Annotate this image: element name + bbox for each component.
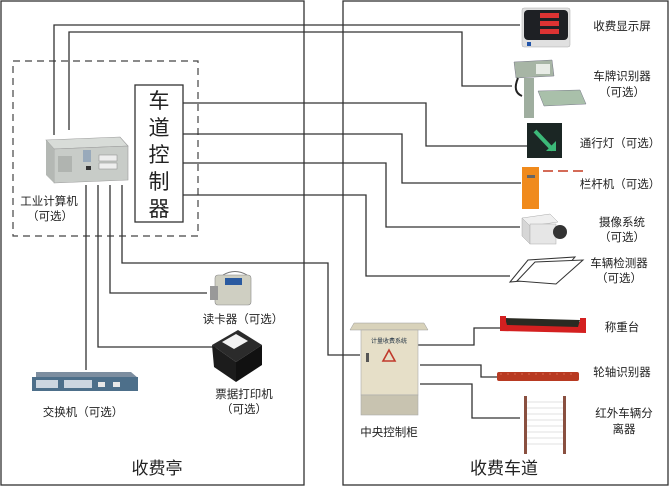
- line-ctrl-to-barrier: [183, 133, 521, 184]
- lane-controller: 车 道 控 制 器: [134, 84, 184, 223]
- ir-separator-icon: [524, 396, 566, 454]
- weighing-platform-label: 称重台: [605, 320, 640, 334]
- industrial-pc-icon: [45, 136, 129, 184]
- traffic-light-icon: [527, 123, 562, 158]
- line-ctrl-to-traffic-light: [183, 102, 527, 147]
- booth-title: 收费亭: [132, 459, 183, 479]
- line-pc-to-plate-recognizer: [68, 31, 512, 130]
- booth-region: [0, 0, 305, 486]
- line-pc-to-cabinet: [121, 185, 360, 356]
- card-reader-icon: [210, 271, 252, 306]
- line-cabinet-to-weighing: [418, 327, 500, 346]
- traffic-light-label: 通行灯（可选）: [580, 136, 661, 150]
- card-reader-label: 读卡器（可选）: [203, 312, 284, 326]
- line-pc-to-fee-display: [53, 24, 520, 135]
- vehicle-detector-label: 车辆检测器: [590, 256, 648, 270]
- industrial-pc-label: 工业计算机: [20, 194, 78, 208]
- central-cabinet-icon: 计量收费系统: [349, 322, 429, 416]
- lane-region: [342, 0, 669, 486]
- controller-char-5: 器: [149, 197, 170, 221]
- line-pc-to-printer: [97, 185, 216, 348]
- printer-optional: （可选）: [221, 402, 267, 416]
- line-ctrl-to-camera: [183, 162, 520, 228]
- controller-char-4: 制: [149, 170, 170, 194]
- plate-recognizer-optional: （可选）: [599, 85, 645, 99]
- controller-char-3: 控: [149, 143, 170, 167]
- camera-label: 摄像系统: [599, 215, 645, 229]
- axle-identifier-icon: [497, 372, 579, 381]
- controller-char-2: 道: [149, 116, 170, 140]
- ir-separator-label: 红外车辆分: [595, 406, 653, 420]
- line-cabinet-to-axle: [420, 364, 497, 378]
- camera-optional: （可选）: [599, 230, 645, 244]
- weighing-platform-icon: [500, 316, 586, 333]
- controller-char-1: 车: [149, 89, 170, 113]
- lane-title: 收费车道: [470, 459, 538, 479]
- barrier-gate-label: 栏杆机（可选）: [580, 177, 661, 191]
- vehicle-detector-optional: （可选）: [596, 271, 642, 285]
- network-switch-icon: [32, 372, 138, 391]
- central-cabinet-label: 中央控制柜: [360, 425, 418, 439]
- line-cabinet-to-ir: [420, 383, 520, 419]
- axle-identifier-label: 轮轴识别器: [593, 365, 651, 379]
- industrial-pc-optional: （可选）: [27, 209, 73, 223]
- cabinet-panel-title: 计量收费系统: [371, 337, 407, 345]
- fee-display-label: 收费显示屏: [593, 19, 651, 33]
- line-pc-to-card-reader: [109, 185, 207, 294]
- fee-display-icon: [521, 7, 571, 48]
- switch-label: 交换机（可选）: [43, 405, 124, 419]
- ir-separator-label-2: 离器: [613, 422, 636, 436]
- plate-recognizer-icon: [513, 59, 587, 118]
- line-ctrl-to-vehicle-detector: [183, 194, 510, 277]
- plate-recognizer-label: 车牌识别器: [593, 69, 651, 83]
- camera-icon: [521, 213, 567, 245]
- receipt-printer-icon: [212, 330, 262, 382]
- connection-lines: [53, 24, 527, 419]
- printer-label: 票据打印机: [215, 387, 273, 401]
- barrier-gate-icon: [522, 167, 583, 209]
- vehicle-detector-icon: [508, 256, 585, 285]
